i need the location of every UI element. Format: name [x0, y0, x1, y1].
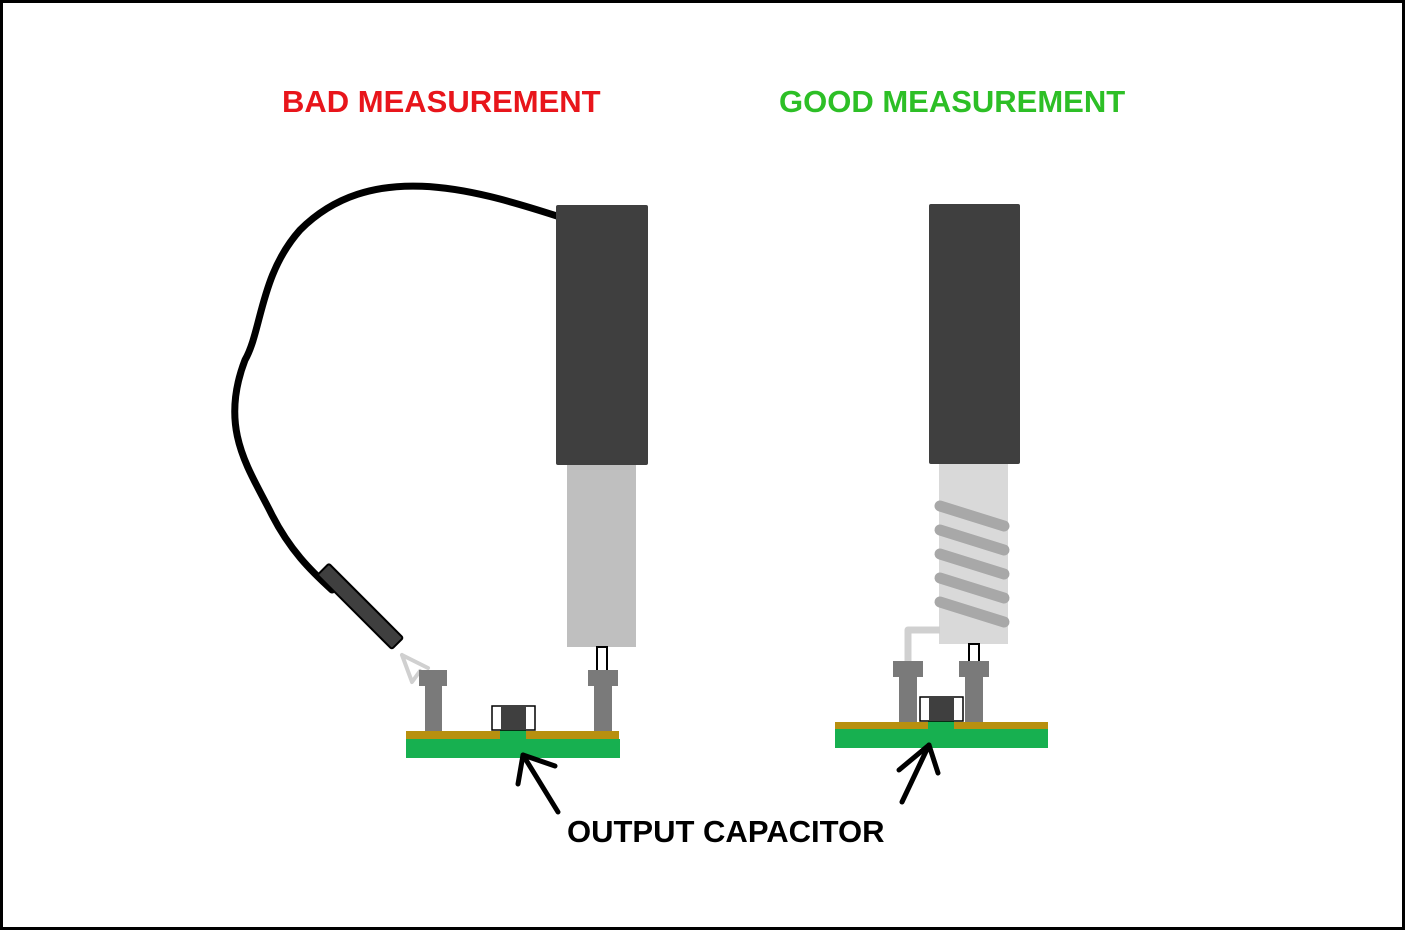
good-signal-post	[959, 661, 989, 723]
ground-spring-icon	[934, 500, 1010, 628]
ground-clip-sleeve	[317, 563, 404, 650]
good-pcb-board	[835, 729, 1048, 748]
good-probe-body	[929, 204, 1020, 464]
good-output-capacitor-icon	[919, 696, 964, 722]
bad-signal-post	[588, 670, 618, 732]
ground-spring-lead	[904, 626, 940, 664]
bad-probe-tip-pin	[596, 646, 608, 672]
bad-output-capacitor-icon	[491, 705, 536, 731]
bad-probe-tip-sleeve	[567, 465, 636, 647]
bad-probe-body	[556, 205, 648, 465]
good-capacitor-arrow-icon	[896, 742, 941, 805]
long-ground-lead-wire	[231, 182, 561, 594]
ground-clip-jaws-icon	[400, 653, 430, 684]
good-measurement-title: GOOD MEASUREMENT	[779, 84, 1126, 119]
bad-pcb-board	[406, 739, 620, 758]
bad-measurement-title: BAD MEASUREMENT	[282, 84, 601, 119]
output-capacitor-label: OUTPUT CAPACITOR	[567, 814, 885, 849]
bad-capacitor-arrow-icon	[515, 752, 561, 815]
bad-pcb-pad	[500, 729, 526, 741]
bad-ground-post	[419, 670, 447, 732]
good-ground-post	[893, 661, 923, 723]
good-pcb-pad	[928, 720, 954, 732]
good-probe-tip-pin	[968, 643, 980, 663]
bad-measurement-setup	[231, 182, 648, 815]
good-measurement-setup	[835, 204, 1048, 805]
